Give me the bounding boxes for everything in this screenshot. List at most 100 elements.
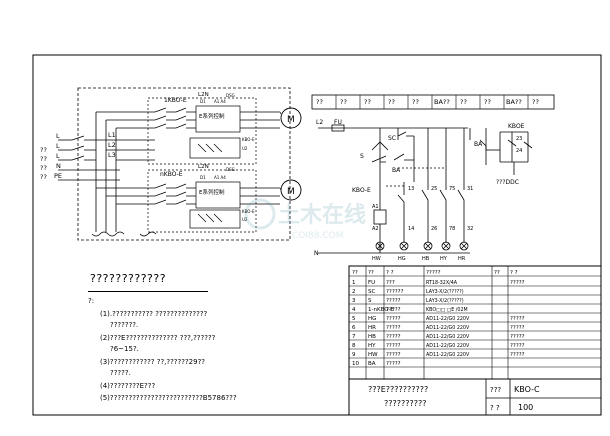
- note-item-1b: ???????.: [110, 321, 139, 329]
- header-cell-6: BA??: [434, 98, 450, 106]
- motor-label-bottom: M: [287, 187, 295, 197]
- table-cell: FU: [368, 280, 375, 286]
- label-32: 32: [467, 226, 473, 232]
- mcc-enclosure: [77, 87, 291, 241]
- notes-underline: [88, 291, 208, 292]
- motor-icon-top: [280, 107, 302, 129]
- table-cell: ?????: [386, 343, 401, 349]
- table-cell: AD11-22/G0 220V: [426, 352, 470, 358]
- bottom-unit-label: E系列控制: [199, 188, 225, 196]
- indicator-lamps: [375, 241, 469, 251]
- lamp-label-hg: HG: [398, 256, 406, 262]
- table-cell: KBO□□ □E /02M: [426, 307, 468, 313]
- table-header-cell: ??: [368, 270, 374, 276]
- note-item-2b: ?6~15?.: [110, 345, 139, 353]
- label-a1: A1: [372, 204, 379, 210]
- incoming-label-2: ??: [40, 155, 47, 163]
- table-cell: ?????: [386, 334, 401, 340]
- table-cell: ?????: [386, 307, 401, 313]
- top-param-5: U2: [242, 146, 248, 151]
- header-cell-4: ??: [388, 98, 395, 106]
- table-cell: 5: [352, 316, 356, 322]
- table-header-cell: ? ?: [386, 270, 394, 276]
- incoming-label-4: ??: [40, 173, 47, 181]
- title-block: ???E?????????? ?????????? ??? KBO-C ? ? …: [348, 378, 602, 416]
- table-cell: 3: [352, 298, 356, 304]
- note-item-3: (3)???????????? ??,??????29??: [100, 358, 206, 366]
- sheet-label: ? ?: [490, 404, 500, 412]
- table-cell: 1-nKBO-E: [368, 307, 395, 313]
- sheet-number: 100: [518, 403, 533, 412]
- top-kbo-unit: [154, 105, 280, 159]
- sheet-border: [32, 54, 602, 416]
- table-cell: HY: [368, 343, 376, 349]
- lamp-label-hy: HY: [440, 256, 448, 262]
- table-cell: HR: [368, 325, 376, 331]
- label-s: S: [360, 153, 364, 160]
- table-cell: 4: [352, 307, 356, 313]
- label-ba: BA: [392, 167, 401, 174]
- table-cell: 8: [352, 343, 356, 349]
- watermark: 土木在线 COI88.COM: [244, 198, 366, 241]
- lamp-label-hr: HR: [458, 256, 466, 262]
- incoming-label-1: ??: [40, 146, 47, 154]
- lamp-icon-hw: [375, 241, 385, 251]
- table-cell: BA: [368, 361, 376, 367]
- bus-label-pe: PE: [54, 172, 62, 180]
- table-header-cell: ??: [352, 270, 358, 276]
- label-24: 24: [516, 148, 522, 154]
- table-cell: AD11-22/G0 220V: [426, 325, 470, 331]
- line-label-l3: L3: [108, 151, 116, 159]
- table-cell: RT18-32X/4A: [426, 280, 458, 286]
- bottom-param-3: DSG: [226, 167, 235, 172]
- notes-intro: ?:: [88, 297, 95, 305]
- note-item-3b: ?????.: [110, 369, 131, 377]
- header-cell-7: ??: [460, 98, 467, 106]
- bus-label-l-2: L: [56, 142, 60, 150]
- table-cell: 1: [352, 280, 356, 286]
- table-cell: ?????: [386, 352, 401, 358]
- table-cell: HW: [368, 352, 378, 358]
- table-cell: 7: [352, 334, 356, 340]
- label-ddc: ???DDC: [496, 179, 519, 186]
- header-cell-9: BA??: [506, 98, 522, 106]
- table-cell: ???: [386, 280, 395, 286]
- note-item-2: (2)???E?????????????? ???,??????: [100, 334, 216, 342]
- label-kbo: KBO-E: [352, 187, 371, 194]
- note-item-4: (4)????????E???: [100, 382, 156, 390]
- label-ba-remote: BA: [474, 141, 483, 148]
- bottom-breaker-label: nKBO-E: [160, 171, 183, 178]
- label-14: 14: [408, 226, 414, 232]
- lamp-icon-hg: [399, 241, 409, 251]
- title-line-2: ??????????: [384, 399, 426, 408]
- label-13: 13: [408, 186, 414, 192]
- control-circuit: [318, 124, 471, 254]
- top-unit-box: [147, 97, 257, 165]
- top-unit-label: E系列控制: [199, 112, 225, 120]
- header-cell-1: ??: [316, 98, 323, 106]
- watermark-text: 土木在线: [278, 202, 366, 228]
- header-cell-2: ??: [340, 98, 347, 106]
- table-cell: ?????: [386, 325, 401, 331]
- table-cell: ?????: [510, 334, 525, 340]
- line-label-l2: L2: [108, 141, 116, 149]
- notes-title: ????????????: [90, 272, 167, 285]
- table-cell: ?????: [386, 298, 401, 304]
- top-breaker-label: 1KBO-E: [164, 97, 187, 104]
- bus-label-l-1: L: [56, 132, 60, 140]
- table-cell: HB: [368, 334, 376, 340]
- table-cell: ?????: [510, 352, 525, 358]
- table-cell: HG: [368, 316, 376, 322]
- title-line-1: ???E??????????: [368, 385, 428, 394]
- remote-contacts: [479, 128, 533, 175]
- table-cell: LAY3-X/2(?????): [426, 289, 464, 295]
- bottom-kbo-unit: [154, 181, 280, 229]
- drawing-code: KBO-C: [514, 385, 540, 394]
- bus-label-n: N: [56, 162, 61, 170]
- power-circuit: [58, 111, 157, 237]
- bottom-l2n-label: L2N: [198, 164, 209, 170]
- lamp-icon-hr: [459, 241, 469, 251]
- header-cell-3: ??: [364, 98, 371, 106]
